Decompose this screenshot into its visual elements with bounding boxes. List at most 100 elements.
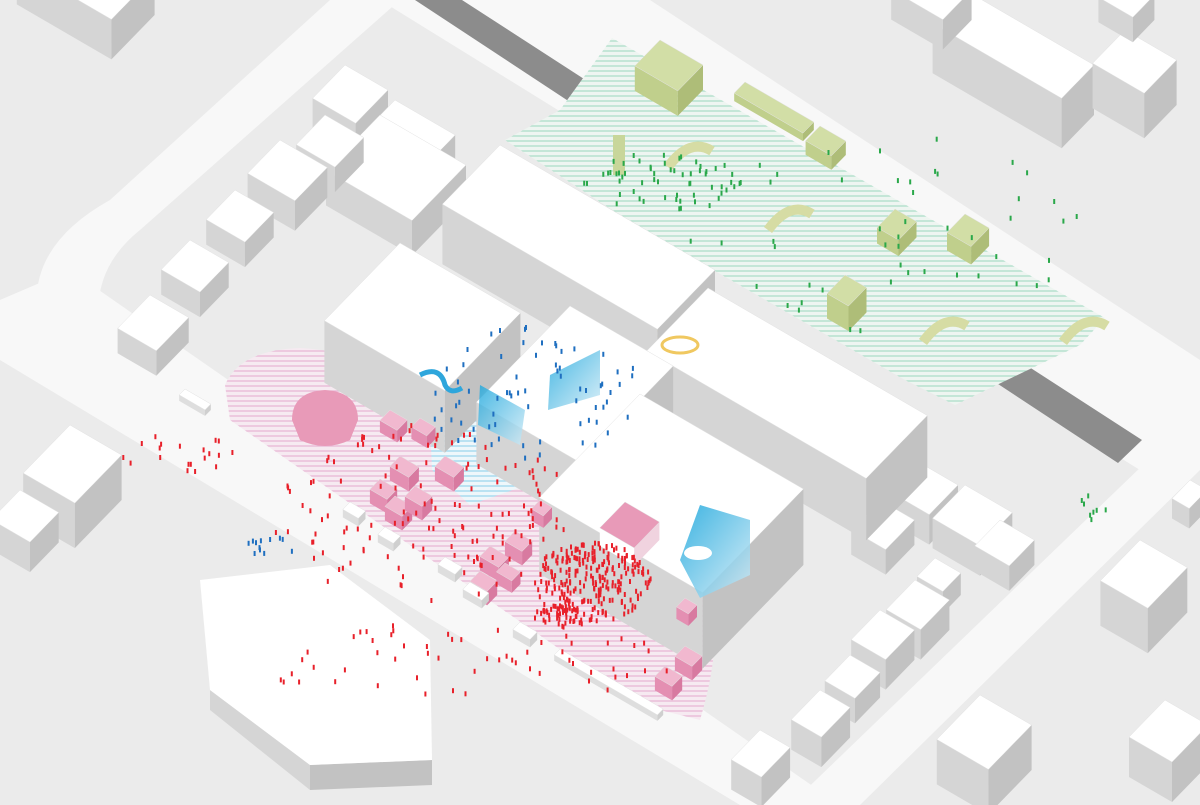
person-figure-icon	[486, 656, 489, 662]
person-figure-icon	[730, 179, 733, 185]
person-figure-icon	[122, 455, 125, 460]
person-figure-icon	[539, 501, 542, 507]
person-figure-icon	[551, 590, 554, 596]
person-figure-icon	[653, 171, 656, 177]
person-figure-icon	[467, 461, 470, 467]
person-figure-icon	[599, 592, 602, 598]
person-figure-icon	[401, 521, 404, 527]
person-figure-icon	[524, 455, 527, 461]
building-front-wall	[932, 518, 980, 576]
building-large-block	[200, 565, 432, 790]
person-figure-icon	[631, 562, 634, 568]
person-figure-icon	[571, 608, 574, 614]
person-figure-icon	[306, 649, 309, 655]
person-figure-icon	[606, 579, 609, 585]
person-figure-icon	[597, 610, 600, 616]
person-figure-icon	[452, 528, 455, 534]
person-figure-icon	[587, 417, 590, 423]
building	[117, 294, 190, 376]
person-figure-icon	[217, 452, 220, 458]
person-figure-icon	[576, 568, 579, 574]
person-figure-icon	[560, 604, 563, 610]
person-figure-icon	[554, 362, 557, 368]
person-figure-icon	[597, 598, 600, 604]
person-figure-icon	[553, 577, 556, 583]
person-figure-icon	[537, 488, 540, 494]
person-figure-icon	[641, 570, 644, 576]
person-figure-icon	[574, 586, 577, 592]
person-figure-icon	[392, 628, 395, 634]
building-side-wall	[677, 65, 703, 116]
person-figure-icon	[603, 577, 606, 583]
person-figure-icon	[589, 598, 592, 604]
person-figure-icon	[557, 612, 560, 618]
person-figure-icon	[349, 560, 352, 566]
building-side-wall	[511, 572, 521, 593]
building-front-wall	[0, 524, 30, 573]
person-figure-icon	[400, 436, 402, 442]
person-figure-icon	[515, 374, 518, 380]
person-figure-icon	[437, 655, 440, 661]
person-figure-icon	[361, 436, 364, 442]
person-figure-icon	[545, 554, 548, 560]
person-figure-icon	[599, 586, 602, 592]
person-figure-icon	[457, 438, 460, 443]
person-figure-icon	[598, 564, 601, 570]
building	[247, 139, 328, 231]
person-figure-icon	[739, 180, 742, 185]
person-figure-icon	[202, 447, 205, 453]
person-figure-icon	[899, 262, 902, 268]
person-figure-icon	[631, 603, 634, 609]
person-figure-icon	[673, 168, 676, 174]
person-figure-icon	[471, 538, 474, 544]
person-figure-icon	[605, 567, 608, 573]
person-figure-icon	[551, 570, 553, 576]
person-figure-icon	[339, 478, 342, 484]
building-front-wall	[674, 656, 693, 681]
person-figure-icon	[434, 390, 437, 396]
building-side-wall	[831, 141, 846, 170]
person-figure-icon	[897, 243, 900, 249]
person-figure-icon	[607, 170, 610, 176]
person-figure-icon	[593, 554, 596, 560]
person-figure-icon	[698, 168, 701, 174]
person-figure-icon	[386, 554, 389, 560]
person-figure-icon	[217, 438, 220, 444]
person-figure-icon	[631, 365, 634, 371]
person-figure-icon	[528, 524, 531, 530]
sidewalk-kiosk	[437, 556, 463, 583]
person-figure-icon	[946, 225, 949, 231]
person-figure-icon	[559, 567, 562, 573]
person-figure-icon	[461, 524, 464, 529]
person-figure-icon	[572, 588, 575, 594]
person-figure-icon	[422, 554, 425, 560]
person-figure-icon	[410, 423, 413, 429]
person-figure-icon	[452, 688, 454, 694]
person-figure-icon	[769, 179, 772, 185]
person-figure-icon	[623, 547, 626, 553]
person-figure-icon	[287, 485, 290, 491]
building-roof	[389, 455, 420, 478]
building-front-wall	[554, 654, 658, 721]
person-figure-icon	[536, 457, 539, 463]
person-figure-icon	[312, 478, 315, 484]
person-figure-icon	[618, 170, 620, 176]
person-figure-icon	[326, 458, 329, 464]
person-figure-icon	[556, 554, 559, 560]
building-roof	[790, 689, 851, 738]
person-figure-icon	[608, 597, 611, 603]
person-figure-icon	[591, 575, 594, 581]
person-figure-icon	[537, 587, 540, 593]
person-figure-icon	[494, 422, 497, 428]
building-side-wall	[898, 221, 917, 256]
person-figure-icon	[923, 269, 926, 275]
person-figure-icon	[590, 669, 593, 675]
person-figure-icon	[345, 525, 348, 531]
person-figure-icon	[547, 580, 550, 586]
building-side-wall	[1009, 540, 1035, 591]
person-figure-icon	[970, 235, 973, 241]
people	[122, 136, 1107, 697]
person-figure-icon	[208, 451, 211, 457]
person-figure-icon	[615, 171, 618, 177]
person-figure-icon	[363, 434, 365, 440]
